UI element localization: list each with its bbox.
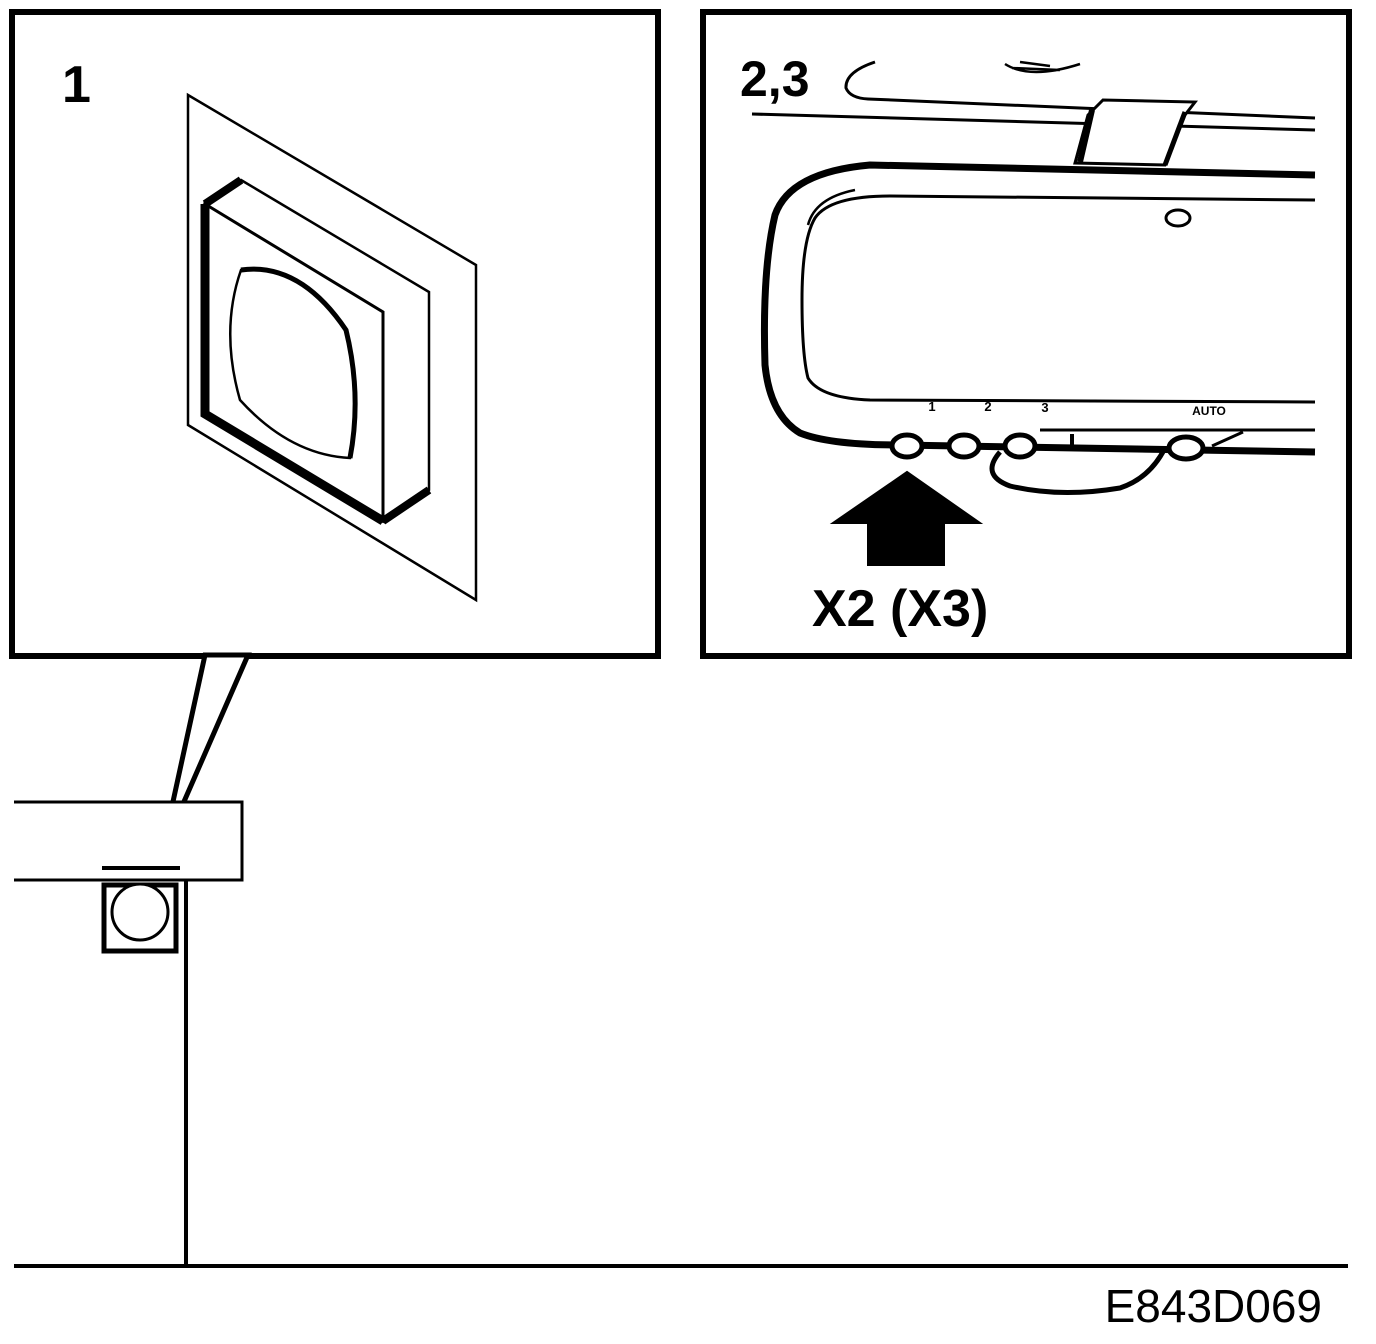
button-label-3: 3 — [1041, 400, 1048, 415]
detail-2-3-number: 2,3 — [740, 51, 810, 107]
wire-harness-loop — [989, 446, 1168, 496]
sensor-dome-icon — [1004, 60, 1081, 74]
mirror-button-1 — [889, 432, 925, 460]
detail-panel-2-3: 2,3 1 2 3 AUTO X2 (X3) — [700, 9, 1352, 659]
location-schematic — [14, 800, 1348, 1268]
mirror-button-auto — [1166, 434, 1206, 462]
mirror-light-sensor — [1164, 208, 1192, 228]
detail-1-number: 1 — [62, 56, 91, 114]
button-label-1: 1 — [928, 399, 935, 414]
mirror-housing — [760, 161, 1316, 456]
detail-panel-1: 1 — [9, 9, 661, 659]
arrow-up-icon — [829, 470, 984, 566]
mirror-button-2 — [946, 432, 982, 460]
mirror-button-3 — [1002, 432, 1038, 460]
button-label-auto: AUTO — [1192, 404, 1226, 418]
connector-label: X2 (X3) — [812, 580, 988, 638]
panel-bar — [14, 800, 244, 882]
figure-code: E843D069 — [1105, 1280, 1322, 1332]
button-label-2: 2 — [984, 399, 991, 414]
switch-symbol-circle — [110, 882, 170, 942]
detail-panel-2-3-frame — [700, 9, 1352, 659]
